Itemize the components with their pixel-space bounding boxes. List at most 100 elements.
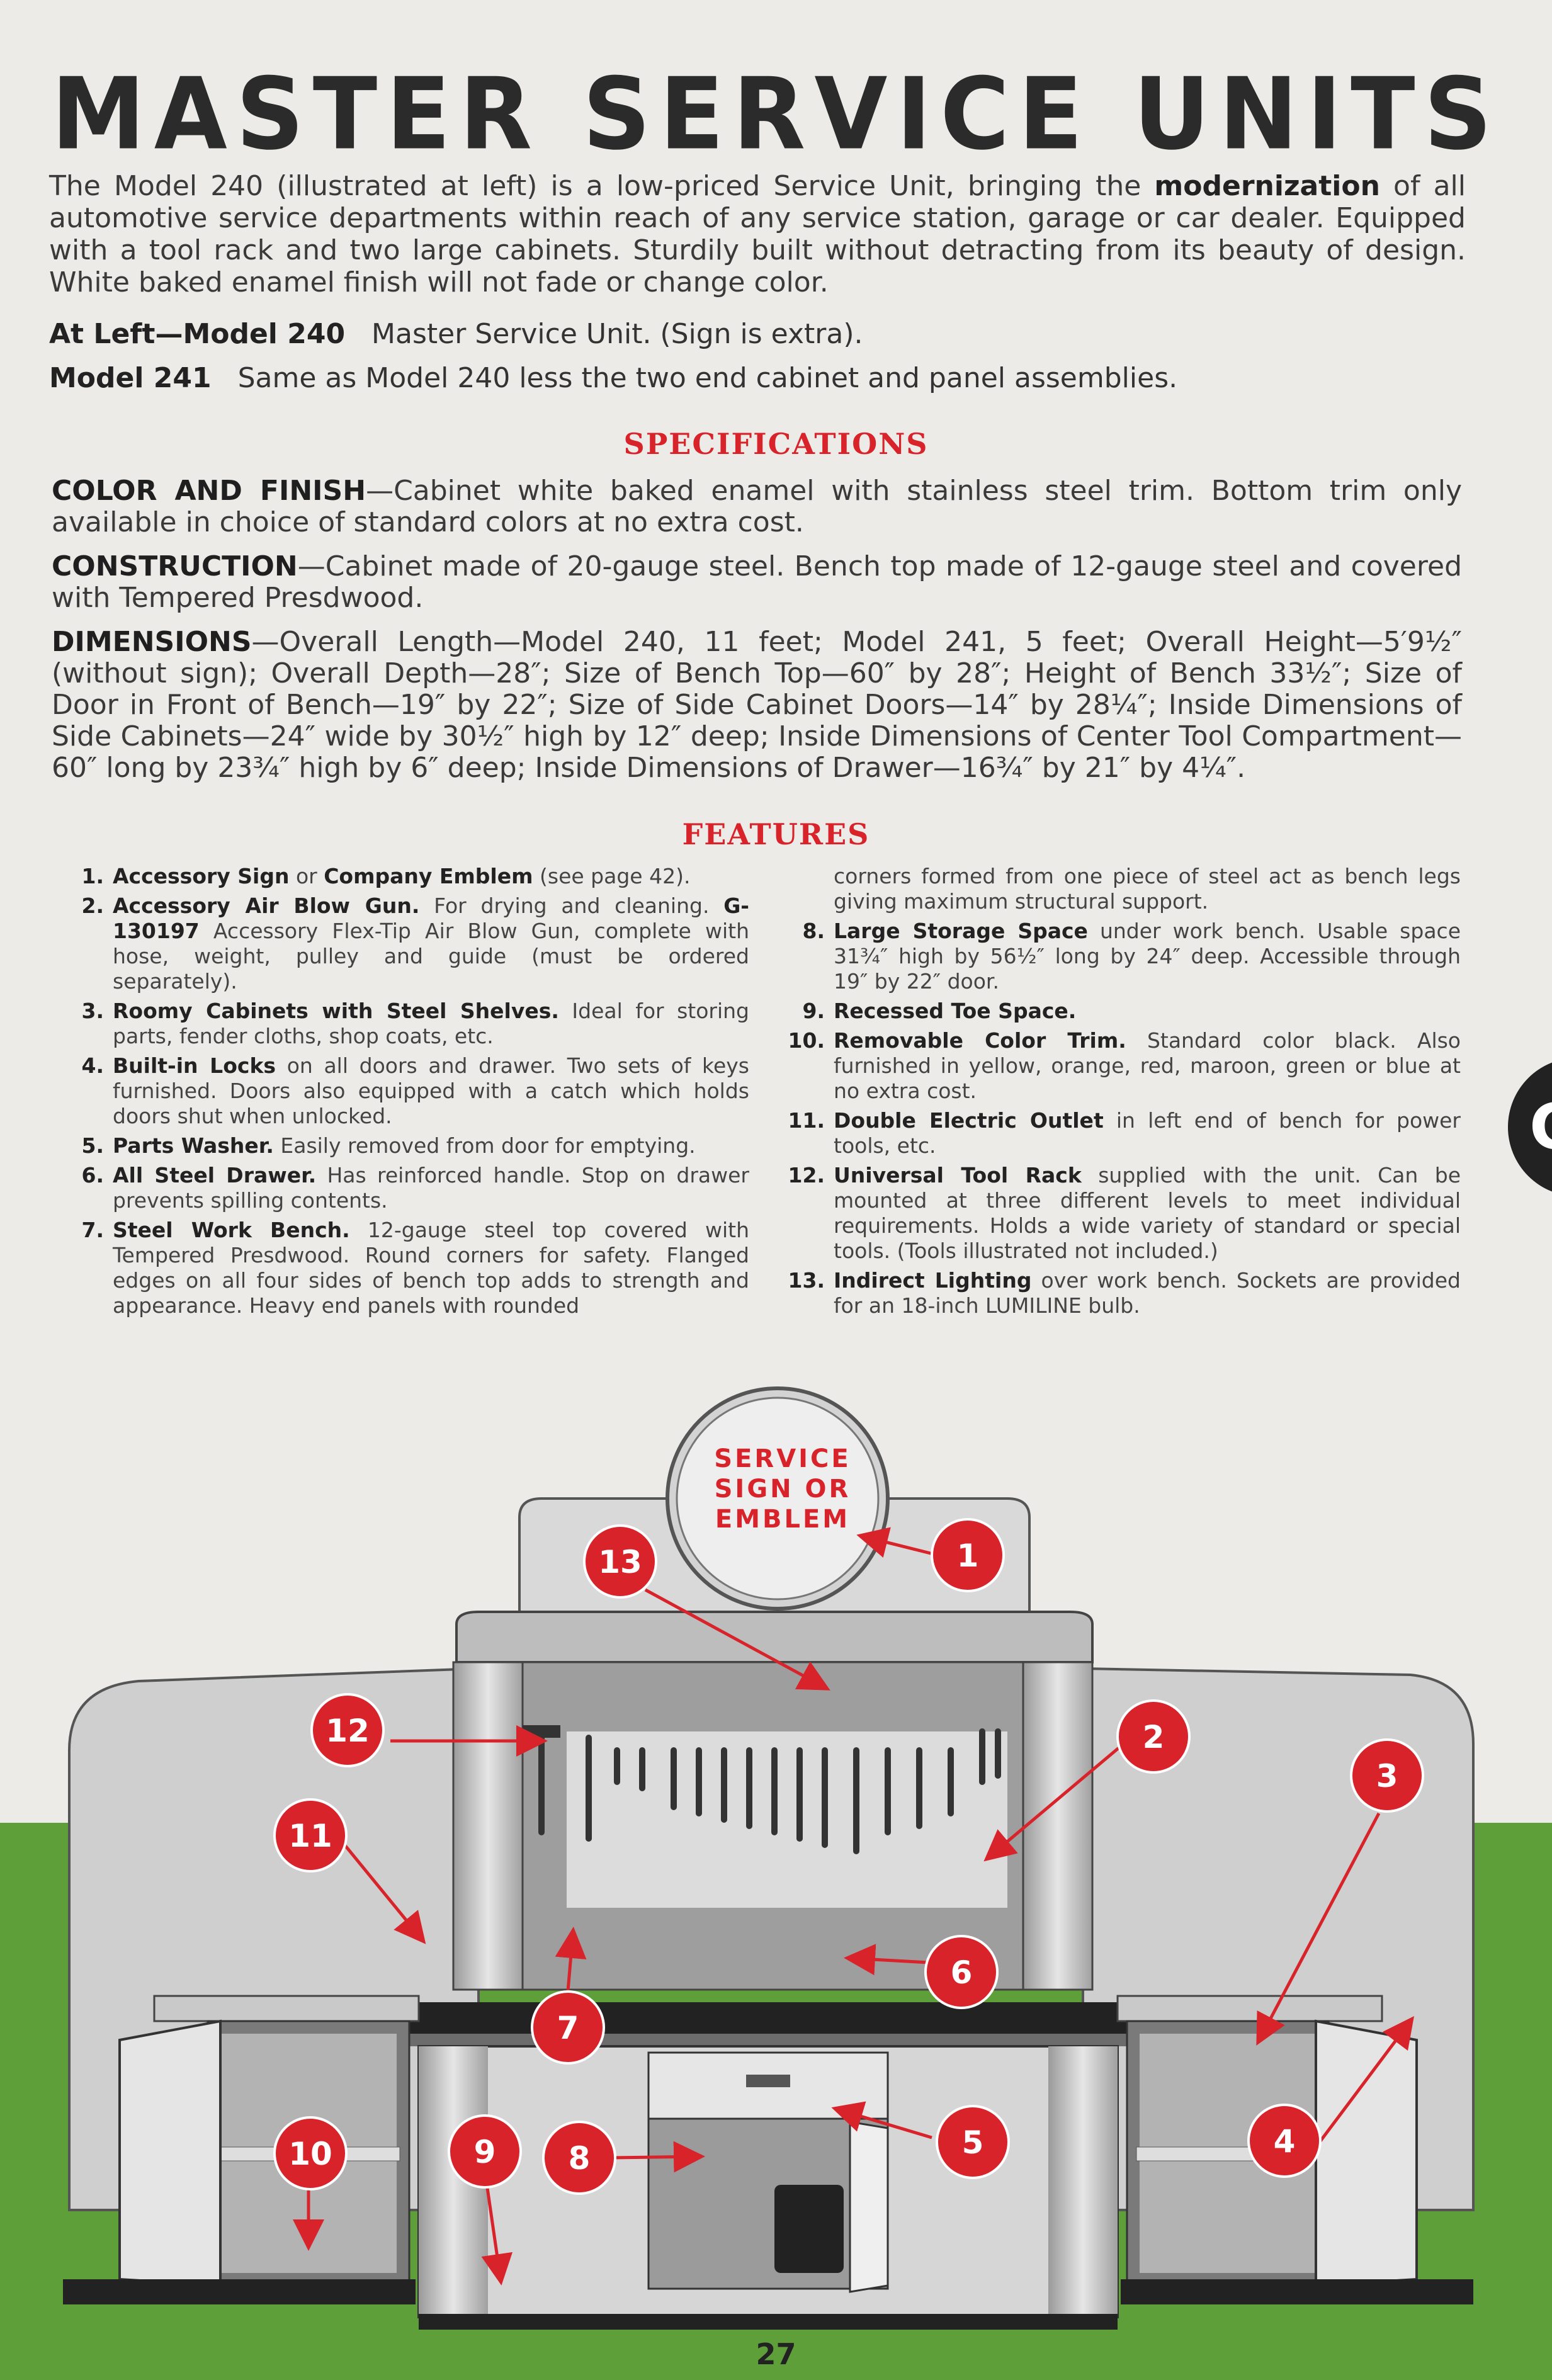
feature-text: Easily removed from door for emptying. <box>273 1133 696 1158</box>
callout-number: 9 <box>474 2134 496 2170</box>
callout-13: 13 <box>583 1524 657 1599</box>
feature-item: 5. Parts Washer. Easily removed from door… <box>60 1133 749 1159</box>
feature-number: 9. <box>802 999 825 1023</box>
feature-text: corners formed from one piece of steel a… <box>834 864 1461 914</box>
callout-4: 4 <box>1247 2104 1322 2178</box>
sign-text-line: SERVICE <box>714 1444 851 1473</box>
feature-text: Accessory Flex-Tip Air Blow Gun, complet… <box>113 919 749 994</box>
callout-number: 1 <box>957 1538 979 1574</box>
feature-title: Accessory Air Blow Gun. <box>113 893 420 918</box>
features-right-column: corners formed from one piece of steel a… <box>781 864 1461 1323</box>
callout-number: 4 <box>1274 2123 1296 2160</box>
drawer-handle <box>746 2075 790 2087</box>
intro-text-1: The Model 240 (illustrated at left) is a… <box>49 170 1155 202</box>
model-240-text: Master Service Unit. (Sign is extra). <box>371 318 863 350</box>
feature-item: 10. Removable Color Trim. Standard color … <box>781 1028 1461 1104</box>
feature-title: Recessed Toe Space. <box>834 999 1077 1023</box>
feature-title: Company Emblem <box>324 864 533 888</box>
feature-text: on all doors and drawer. Two sets of key… <box>113 1053 749 1128</box>
feature-number: 10. <box>788 1028 825 1053</box>
feature-text: under work bench. Usable space 31¾″ high… <box>834 919 1461 994</box>
service-sign-emblem: SERVICE SIGN OR EMBLEM <box>666 1386 890 1611</box>
feature-title: G-130197 <box>113 893 749 943</box>
feature-title: Indirect Lighting <box>834 1268 1032 1293</box>
bench-edge <box>403 2034 1133 2046</box>
feature-text: in left end of bench for power tools, et… <box>834 1108 1461 1158</box>
feature-number: 11. <box>788 1108 825 1133</box>
feature-title: All Steel Drawer. <box>113 1163 317 1187</box>
feature-number: 6. <box>81 1163 105 1187</box>
callout-number: 12 <box>326 1713 370 1749</box>
feature-item: 7.Steel Work Bench. 12-gauge steel top c… <box>60 1218 750 1318</box>
section-tab-g: G <box>1508 1058 1552 1196</box>
callout-1: 1 <box>931 1518 1005 1592</box>
feature-number: 5. <box>81 1133 105 1158</box>
feature-text: 12-gauge steel top covered with Tempered… <box>113 1218 750 1318</box>
feature-number: 7. <box>81 1218 105 1242</box>
feature-text: Standard color black. Also furnished in … <box>834 1028 1461 1103</box>
feature-text: supplied with the unit. Can be mounted a… <box>834 1163 1461 1263</box>
color-trim <box>419 2314 1118 2330</box>
feature-text: For drying and cleaning. <box>419 893 724 918</box>
callout-11: 11 <box>273 1798 348 1873</box>
feature-continuation: corners formed from one piece of steel a… <box>781 864 1461 914</box>
service-unit-illustration: SERVICE SIGN OR EMBLEM <box>63 1386 1475 2330</box>
intro-text-2: of all automotive service departments wi… <box>49 170 1466 298</box>
callout-number: 2 <box>1143 1719 1165 1755</box>
callout-number: 5 <box>962 2124 984 2161</box>
feature-number-blank <box>781 864 834 914</box>
model-241-label: Model 241 <box>49 362 212 394</box>
callout-number: 7 <box>557 2010 579 2046</box>
spec-text: —Cabinet white baked enamel with stainle… <box>52 475 1462 538</box>
callout-10: 10 <box>273 2116 348 2190</box>
spec-label: DIMENSIONS <box>52 626 252 658</box>
feature-item: 4.Built-in Locks on all doors and drawer… <box>60 1053 750 1129</box>
hand-tools <box>538 1728 1001 1854</box>
spec-text: —Overall Length—Model 240, 11 feet; Mode… <box>52 626 1462 784</box>
callout-3: 3 <box>1350 1738 1424 1813</box>
callout-number: 6 <box>951 1954 973 1991</box>
feature-title: Parts Washer. <box>113 1133 274 1158</box>
feature-item: 8.Large Storage Space under work bench. … <box>781 919 1461 994</box>
feature-item: 2.Accessory Air Blow Gun. For drying and… <box>60 893 750 994</box>
feature-item: 9. Recessed Toe Space. <box>781 999 1461 1024</box>
feature-item: 13.Indirect Lighting over work bench. So… <box>781 1268 1461 1318</box>
page-number: 27 <box>756 2337 796 2371</box>
spec-construction: CONSTRUCTION—Cabinet made of 20-gauge st… <box>52 551 1462 614</box>
parts-washer <box>774 2185 844 2273</box>
feature-number: 8. <box>802 919 825 943</box>
feature-number: 1. <box>81 864 105 888</box>
intro-paragraph: The Model 240 (illustrated at left) is a… <box>49 170 1466 298</box>
feature-item: 12.Universal Tool Rack supplied with the… <box>781 1163 1461 1264</box>
callout-8: 8 <box>542 2121 616 2195</box>
sign-text-line: SIGN OR <box>715 1475 851 1504</box>
bench-top <box>406 2002 1130 2034</box>
callout-2: 2 <box>1116 1699 1191 1774</box>
callout-12: 12 <box>310 1693 385 1767</box>
feature-item: 3.Roomy Cabinets with Steel Shelves. Ide… <box>60 999 750 1049</box>
feature-title: Removable Color Trim. <box>834 1028 1126 1053</box>
light-hood <box>455 1611 1094 1663</box>
features-heading: FEATURES <box>682 817 870 851</box>
callout-7: 7 <box>531 1990 605 2065</box>
callout-number: 8 <box>569 2140 591 2177</box>
callout-circles: 1 2 3 4 5 6 7 8 9 10 11 12 13 <box>273 1518 1424 2195</box>
feature-text: (see page 42). <box>533 864 691 888</box>
feature-item: 6.All Steel Drawer. Has reinforced handl… <box>60 1163 750 1213</box>
model-241-text: Same as Model 240 less the two end cabin… <box>237 362 1178 394</box>
intro-bold: modernization <box>1154 170 1380 202</box>
spec-label: CONSTRUCTION <box>52 550 298 582</box>
callout-number: 3 <box>1376 1758 1398 1794</box>
left-upright <box>452 1661 524 1991</box>
bench-door <box>849 2121 889 2293</box>
right-upright <box>1022 1661 1094 1991</box>
feature-title: Double Electric Outlet <box>834 1108 1104 1133</box>
feature-title: Accessory Sign <box>113 864 290 888</box>
center-base <box>417 2045 1119 2330</box>
feature-title: Built-in Locks <box>113 1053 276 1078</box>
feature-item: 1.Accessory Sign or Company Emblem (see … <box>60 864 749 889</box>
callout-6: 6 <box>924 1935 999 2009</box>
callout-5: 5 <box>936 2105 1010 2179</box>
features-left-column: 1.Accessory Sign or Company Emblem (see … <box>60 864 750 1323</box>
page-title: MASTER SERVICE UNITS <box>51 57 1501 173</box>
